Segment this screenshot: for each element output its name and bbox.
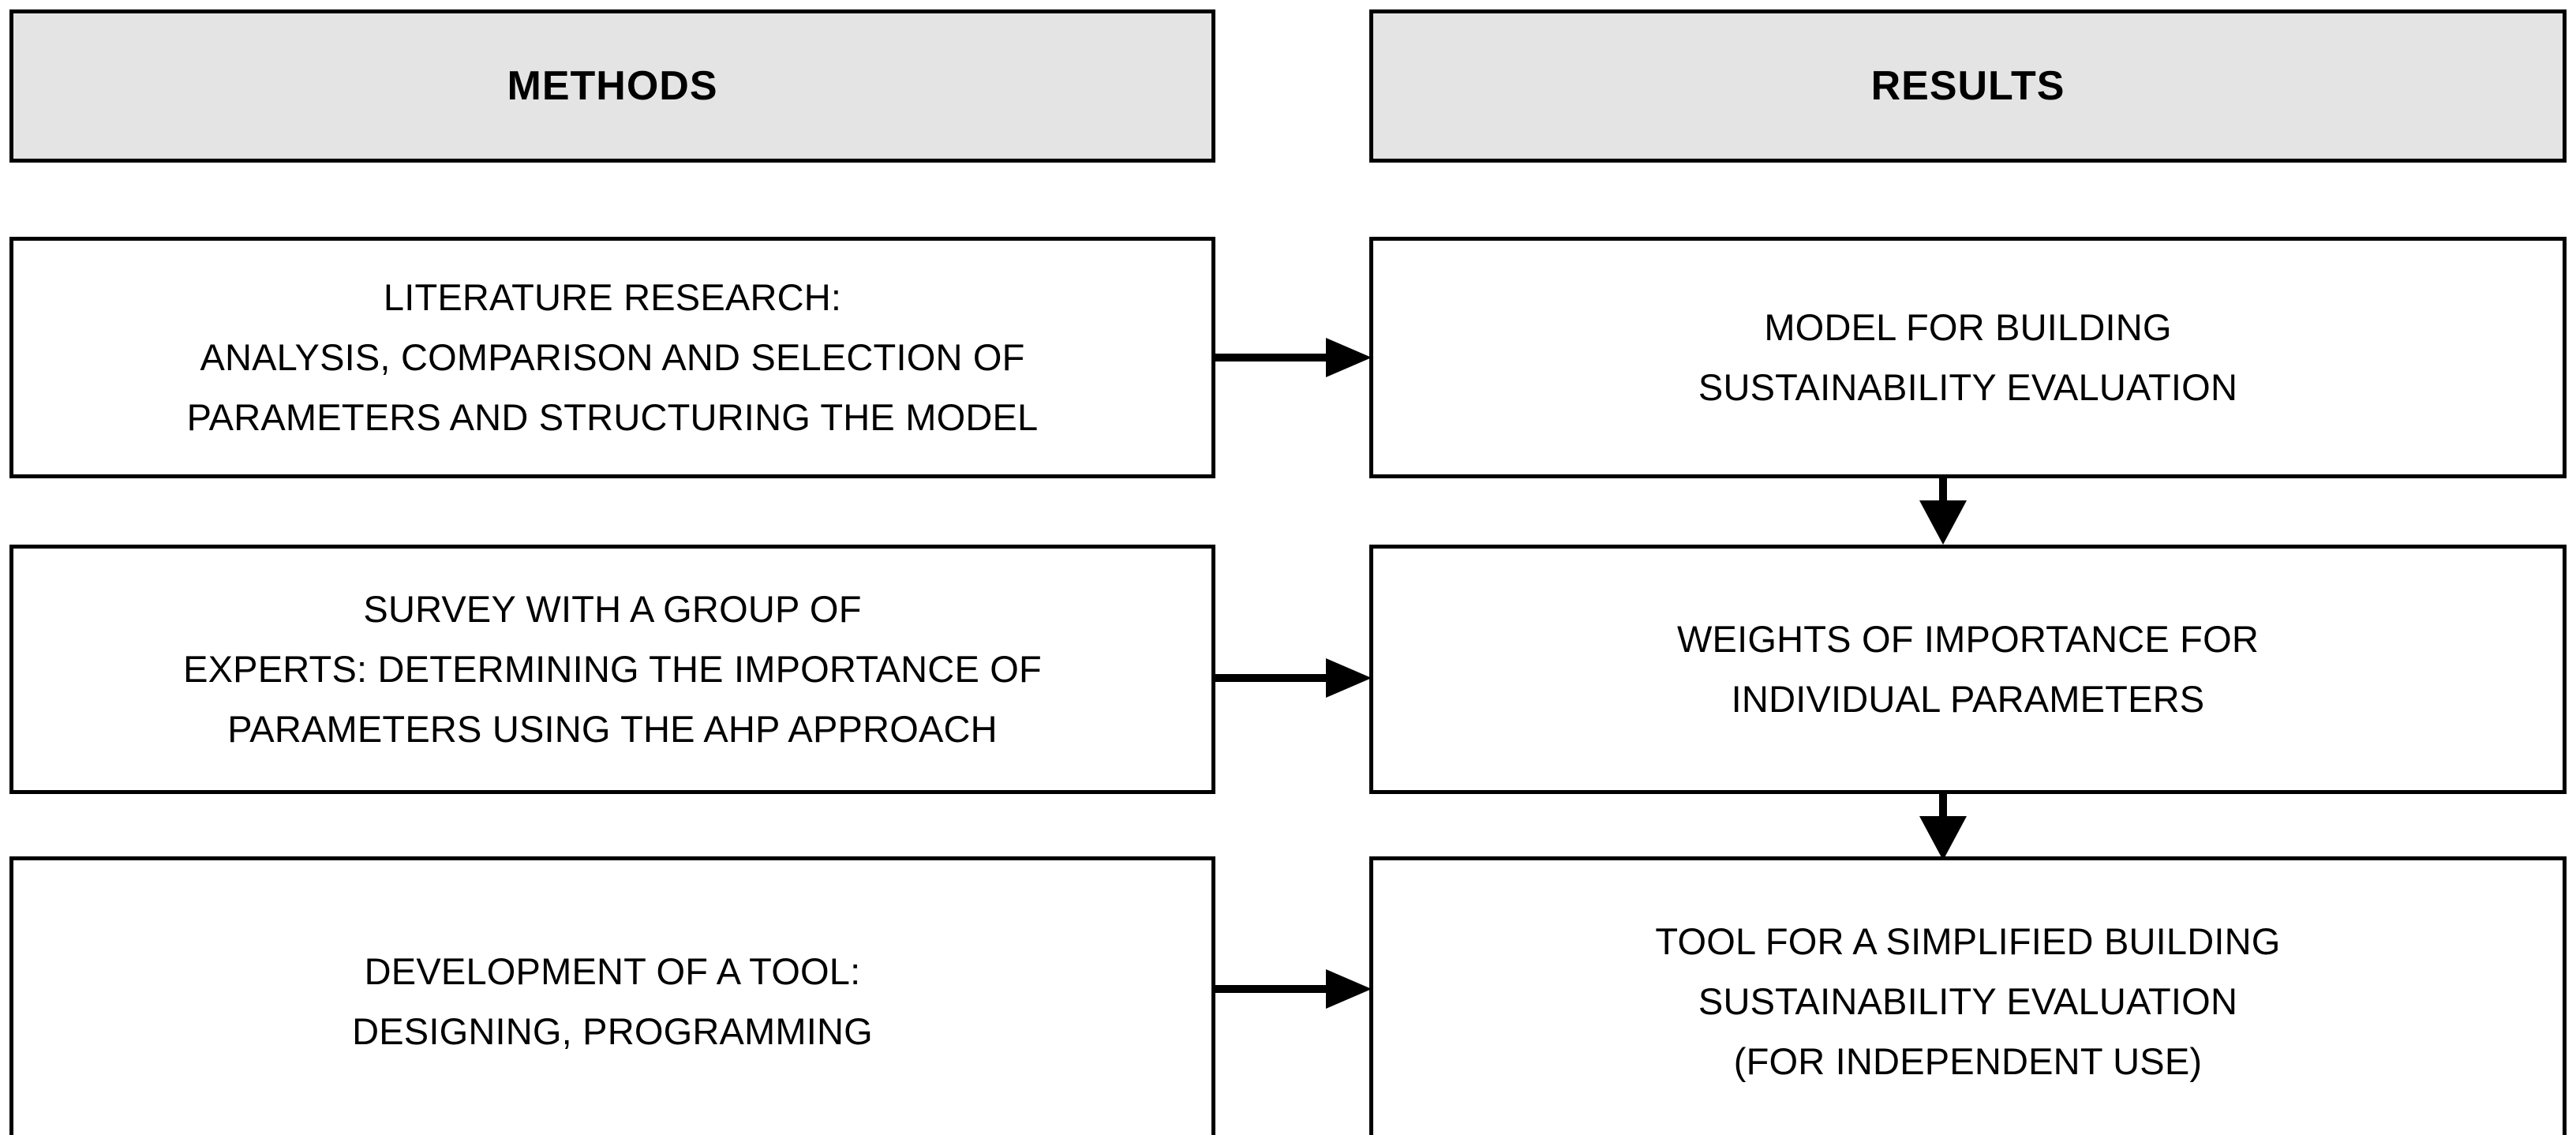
results-box-parameter-weights: WEIGHTS OF IMPORTANCE FOR INDIVIDUAL PAR… [1369, 545, 2567, 794]
arrow-head-right-icon [1326, 338, 1372, 377]
column-header-methods: METHODS [9, 9, 1215, 163]
methods-box-expert-survey-text: SURVEY WITH A GROUP OF EXPERTS: DETERMIN… [183, 587, 1042, 751]
arrow-shaft-icon [1215, 354, 1327, 361]
methods-box-expert-survey: SURVEY WITH A GROUP OF EXPERTS: DETERMIN… [9, 545, 1215, 794]
arrow-head-down-icon [1919, 500, 1967, 545]
arrow-head-right-icon [1326, 969, 1372, 1009]
column-header-methods-label: METHODS [507, 62, 718, 109]
arrow-results-2-to-results-3 [1919, 792, 1967, 860]
methods-box-tool-development-text: DEVELOPMENT OF A TOOL: DESIGNING, PROGRA… [352, 950, 873, 1052]
methods-box-tool-development: DEVELOPMENT OF A TOOL: DESIGNING, PROGRA… [9, 856, 1215, 1135]
results-box-simplified-tool: TOOL FOR A SIMPLIFIED BUILDING SUSTAINAB… [1369, 856, 2567, 1135]
column-header-results-label: RESULTS [1870, 62, 2065, 109]
results-box-parameter-weights-text: WEIGHTS OF IMPORTANCE FOR INDIVIDUAL PAR… [1677, 617, 2259, 720]
arrow-shaft-icon [1215, 985, 1327, 993]
arrow-results-1-to-results-2 [1919, 477, 1967, 545]
arrow-head-right-icon [1326, 658, 1372, 698]
arrow-methods-3-to-results-3 [1215, 969, 1372, 1009]
arrow-methods-1-to-results-1 [1215, 338, 1372, 377]
results-box-simplified-tool-text: TOOL FOR A SIMPLIFIED BUILDING SUSTAINAB… [1655, 920, 2281, 1083]
methods-box-literature-research: LITERATURE RESEARCH: ANALYSIS, COMPARISO… [9, 237, 1215, 478]
arrow-shaft-icon [1939, 477, 1947, 505]
arrow-head-down-icon [1919, 816, 1967, 860]
arrow-shaft-icon [1939, 792, 1947, 821]
results-box-evaluation-model-text: MODEL FOR BUILDING SUSTAINABILITY EVALUA… [1698, 305, 2238, 408]
column-header-results: RESULTS [1369, 9, 2567, 163]
arrow-methods-2-to-results-2 [1215, 658, 1372, 698]
arrow-shaft-icon [1215, 674, 1327, 682]
methods-box-literature-research-text: LITERATURE RESEARCH: ANALYSIS, COMPARISO… [186, 275, 1039, 439]
results-box-evaluation-model: MODEL FOR BUILDING SUSTAINABILITY EVALUA… [1369, 237, 2567, 478]
